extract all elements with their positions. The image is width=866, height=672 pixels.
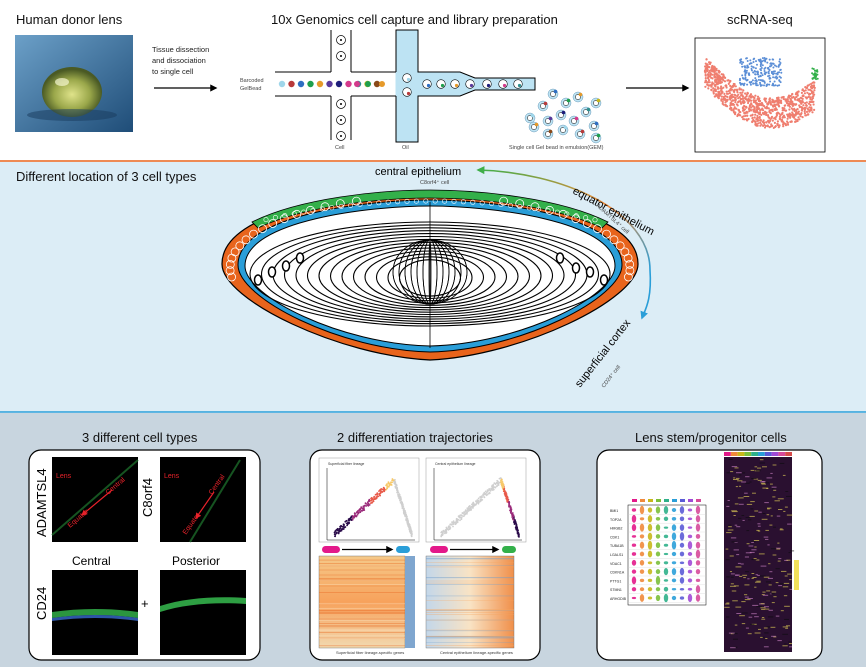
micrograph-adamtsl4 [52, 457, 138, 542]
middle-section: Different location of 3 cell types centr… [0, 162, 866, 413]
c8orf4-label: C8orf4 [140, 478, 155, 517]
gem-droplets [524, 88, 602, 144]
col-central-label: Central [72, 554, 111, 568]
col-posterior-label: Posterior [172, 554, 220, 568]
adamtsl4-label: ADAMTSL4 [34, 468, 49, 537]
cd24-label: CD24 [34, 587, 49, 620]
lens-label-1: Lens [56, 473, 72, 480]
panel-trajectories: 2 differentiation trajectories Superfici… [309, 430, 541, 661]
gene-label: BMI1 [610, 509, 618, 513]
plot2-title: Central epithelium lineage [435, 462, 476, 466]
microfluidic-chip [275, 29, 536, 143]
heat2-caption: Central epithelium lineage-specific gene… [440, 650, 513, 655]
barcoded-label-1: Barcoded [240, 78, 264, 84]
arrow-to-central [476, 166, 651, 271]
micrograph-cd24-posterior [160, 570, 246, 655]
top-section: Human donor lens Tissue dissection and d… [0, 12, 866, 162]
process-label-2: and dissociation [152, 56, 206, 65]
central-epithelium-label: central epithelium [375, 166, 461, 178]
gene-label: TOP2A [610, 518, 622, 522]
lens-photo [15, 35, 133, 132]
gem-label: Single cell Gel bead in emulsion(GEM) [509, 145, 604, 151]
gene-label: HMGB2 [610, 527, 623, 531]
panel1-title: 3 different cell types [82, 430, 198, 445]
umap-plot [694, 37, 826, 153]
gene-label: CDKN1A [610, 571, 625, 575]
panel3-title: Lens stem/progenitor cells [635, 430, 787, 445]
gene-label: ARHGDIB [610, 597, 627, 601]
plot1-title: Superficial fiber lineage [328, 462, 364, 466]
plus-sign: + [141, 596, 149, 611]
panel-cell-types: 3 different cell types ADAMTSL4 C8orf4 C… [28, 430, 261, 661]
middle-title: Different location of 3 cell types [16, 169, 197, 184]
heat1-caption: Superficial fiber lineage-specific genes [336, 650, 404, 655]
lens-diagram [221, 189, 639, 361]
heatmap-central [425, 555, 515, 649]
process-label-3: to single cell [152, 67, 194, 76]
lens-title: Human donor lens [16, 12, 123, 27]
gene-label: TUBA1B [610, 544, 624, 548]
gene-label: VDAC1 [610, 562, 622, 566]
cell-label: Cell [335, 145, 344, 151]
gene-label: LGALS1 [610, 553, 623, 557]
central-marker-label: C8orf4⁺ cell [420, 179, 449, 186]
genomics-title: 10x Genomics cell capture and library pr… [271, 12, 558, 27]
micrograph-c8orf4 [160, 457, 246, 542]
chip-cells [336, 35, 346, 141]
panel2-title: 2 differentiation trajectories [337, 430, 493, 445]
scrna-title: scRNA-seq [727, 12, 793, 27]
barcoded-label-2: GelBead [240, 86, 261, 92]
bottom-section: 3 different cell types ADAMTSL4 C8orf4 C… [0, 413, 866, 667]
gene-label: CDK1 [610, 535, 619, 539]
chip-beads [278, 73, 523, 97]
process-label-1: Tissue dissection [152, 45, 209, 54]
oil-label: Oil [402, 145, 409, 151]
gene-label: PTTG1 [610, 579, 621, 583]
lens-label-2: Lens [164, 473, 180, 480]
gene-label: STMN1 [610, 588, 622, 592]
arrow-to-cortex [640, 269, 652, 320]
